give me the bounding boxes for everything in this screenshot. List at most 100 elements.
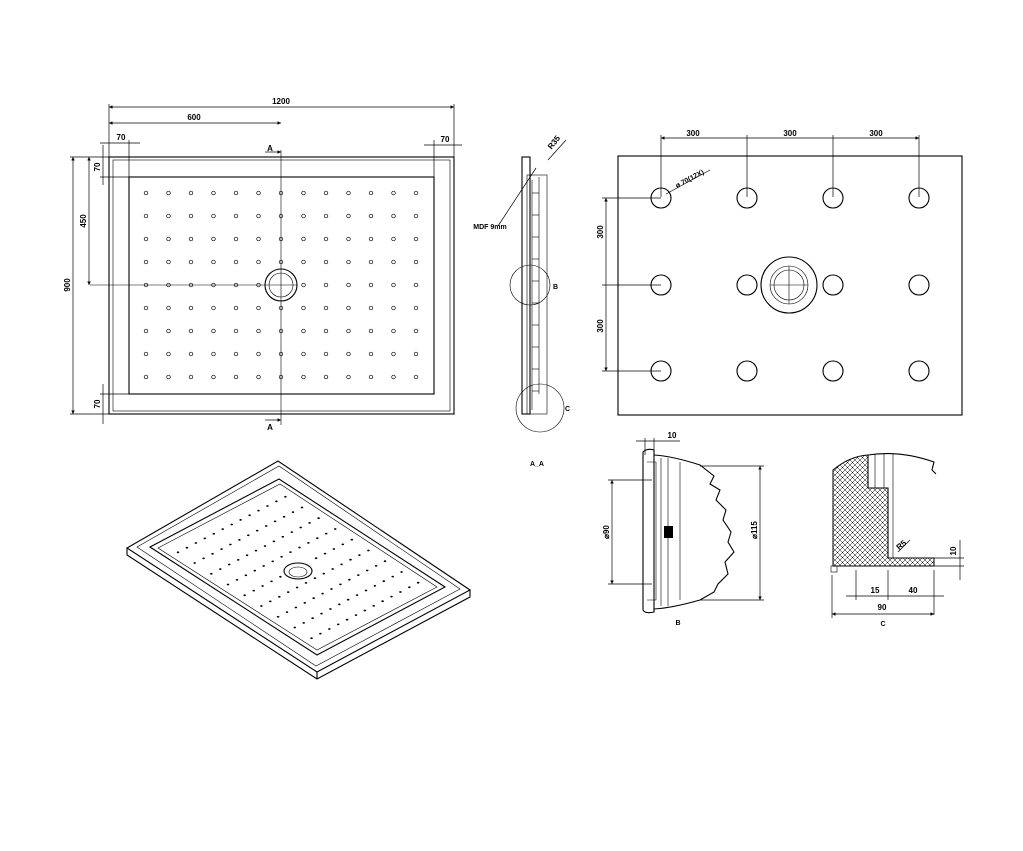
drain-hole <box>233 328 239 334</box>
drain-hole <box>413 259 419 265</box>
drain-hole <box>143 328 149 334</box>
iso-hole <box>324 532 328 535</box>
drain-hole <box>413 236 419 242</box>
iso-hole <box>367 549 370 552</box>
drain-hole <box>256 374 261 380</box>
iso-hole <box>328 628 331 630</box>
label-radius: R35 <box>546 133 562 151</box>
drain-hole <box>323 328 329 334</box>
drain-hole <box>166 213 171 219</box>
detail-b-callout <box>509 264 551 306</box>
drain-hole <box>256 351 261 357</box>
iso-hole <box>365 569 369 572</box>
iso-hole <box>333 528 337 530</box>
drain-hole <box>233 213 239 219</box>
iso-hole <box>279 575 282 578</box>
detail-b: 10 ⌀90 ⌀115 B <box>602 431 764 627</box>
drain-hole <box>301 374 306 380</box>
underside-view: 300 300 300 300 300 ⌀ 70(12X) <box>596 129 963 416</box>
underside-outline <box>617 155 963 416</box>
iso-hole <box>341 543 345 546</box>
drain-hole <box>188 374 194 380</box>
drain-hole <box>188 351 194 357</box>
iso-hole <box>329 608 332 610</box>
iso-outer-top <box>125 460 472 673</box>
detail-ref-c: C <box>565 406 570 413</box>
iso-hole <box>336 623 340 626</box>
iso-hole <box>390 595 393 598</box>
iso-hole <box>239 519 242 521</box>
iso-hole <box>331 568 335 570</box>
dim-vertical-2: 300 <box>596 319 605 333</box>
iso-hole <box>323 552 327 555</box>
drain-hole <box>143 213 149 219</box>
iso-hole <box>261 585 264 587</box>
detail-c-corner <box>830 565 838 573</box>
support-foot <box>908 274 930 296</box>
iso-hole <box>373 585 377 587</box>
drain-hole <box>413 282 419 288</box>
dim-radius: R5 <box>895 538 909 552</box>
drain-hole <box>368 351 374 357</box>
drain-hole <box>143 236 149 242</box>
drain-hole <box>391 190 396 196</box>
iso-hole <box>227 563 231 566</box>
drain-hole <box>233 351 239 357</box>
drain-hole <box>391 305 396 311</box>
drain-hole <box>301 236 306 242</box>
support-feet <box>650 187 930 382</box>
drain-hole <box>211 213 216 219</box>
dim-90: 90 <box>878 603 887 612</box>
iso-hole <box>284 495 287 498</box>
drain-hole <box>166 259 171 265</box>
drain-hole <box>166 351 171 357</box>
drain-hole <box>233 374 239 380</box>
drain-hole <box>368 213 374 219</box>
section-mark-bottom: A <box>267 423 273 432</box>
iso-hole <box>193 562 196 564</box>
iso-hole <box>202 557 205 560</box>
iso-hole <box>317 517 320 520</box>
iso-hole <box>260 605 263 607</box>
drain-hole <box>413 351 419 357</box>
drain-hole <box>391 328 396 334</box>
iso-hole <box>346 598 350 601</box>
iso-hole <box>289 551 292 553</box>
drain-hole <box>143 374 149 380</box>
drain-hole <box>391 374 396 380</box>
dim-thickness: 10 <box>949 546 958 555</box>
drain-hole <box>301 190 306 196</box>
detail-b-wall <box>642 448 655 614</box>
iso-hole <box>299 526 303 529</box>
iso-hole <box>304 582 308 584</box>
iso-hole <box>262 565 266 567</box>
iso-hole <box>270 580 273 583</box>
drain-hole <box>346 259 351 265</box>
iso-hole <box>281 535 285 538</box>
drain-hole <box>323 259 329 265</box>
detail-b-seal <box>664 526 673 538</box>
iso-hole <box>248 514 251 517</box>
drain-hole <box>188 305 194 311</box>
support-foot <box>822 360 844 382</box>
drain-hole <box>391 259 396 265</box>
drain-hole <box>413 305 419 311</box>
section-outer <box>521 156 531 415</box>
drain-hole-grid <box>143 190 419 380</box>
drain-hole <box>301 213 306 219</box>
iso-hole <box>338 603 341 606</box>
iso-hole <box>345 618 349 621</box>
drain-hole <box>256 305 261 311</box>
drain-hole <box>233 259 239 265</box>
iso-hole <box>408 586 411 589</box>
dim-rim-bottom: 70 <box>93 399 102 408</box>
iso-hole <box>308 522 311 524</box>
drain-hole <box>301 351 306 357</box>
drain-hole <box>256 213 261 219</box>
drain-hole <box>166 190 171 196</box>
iso-hole <box>311 617 314 620</box>
drain-hole <box>211 351 216 357</box>
iso-hole <box>245 554 249 557</box>
drain-hole <box>211 305 216 311</box>
